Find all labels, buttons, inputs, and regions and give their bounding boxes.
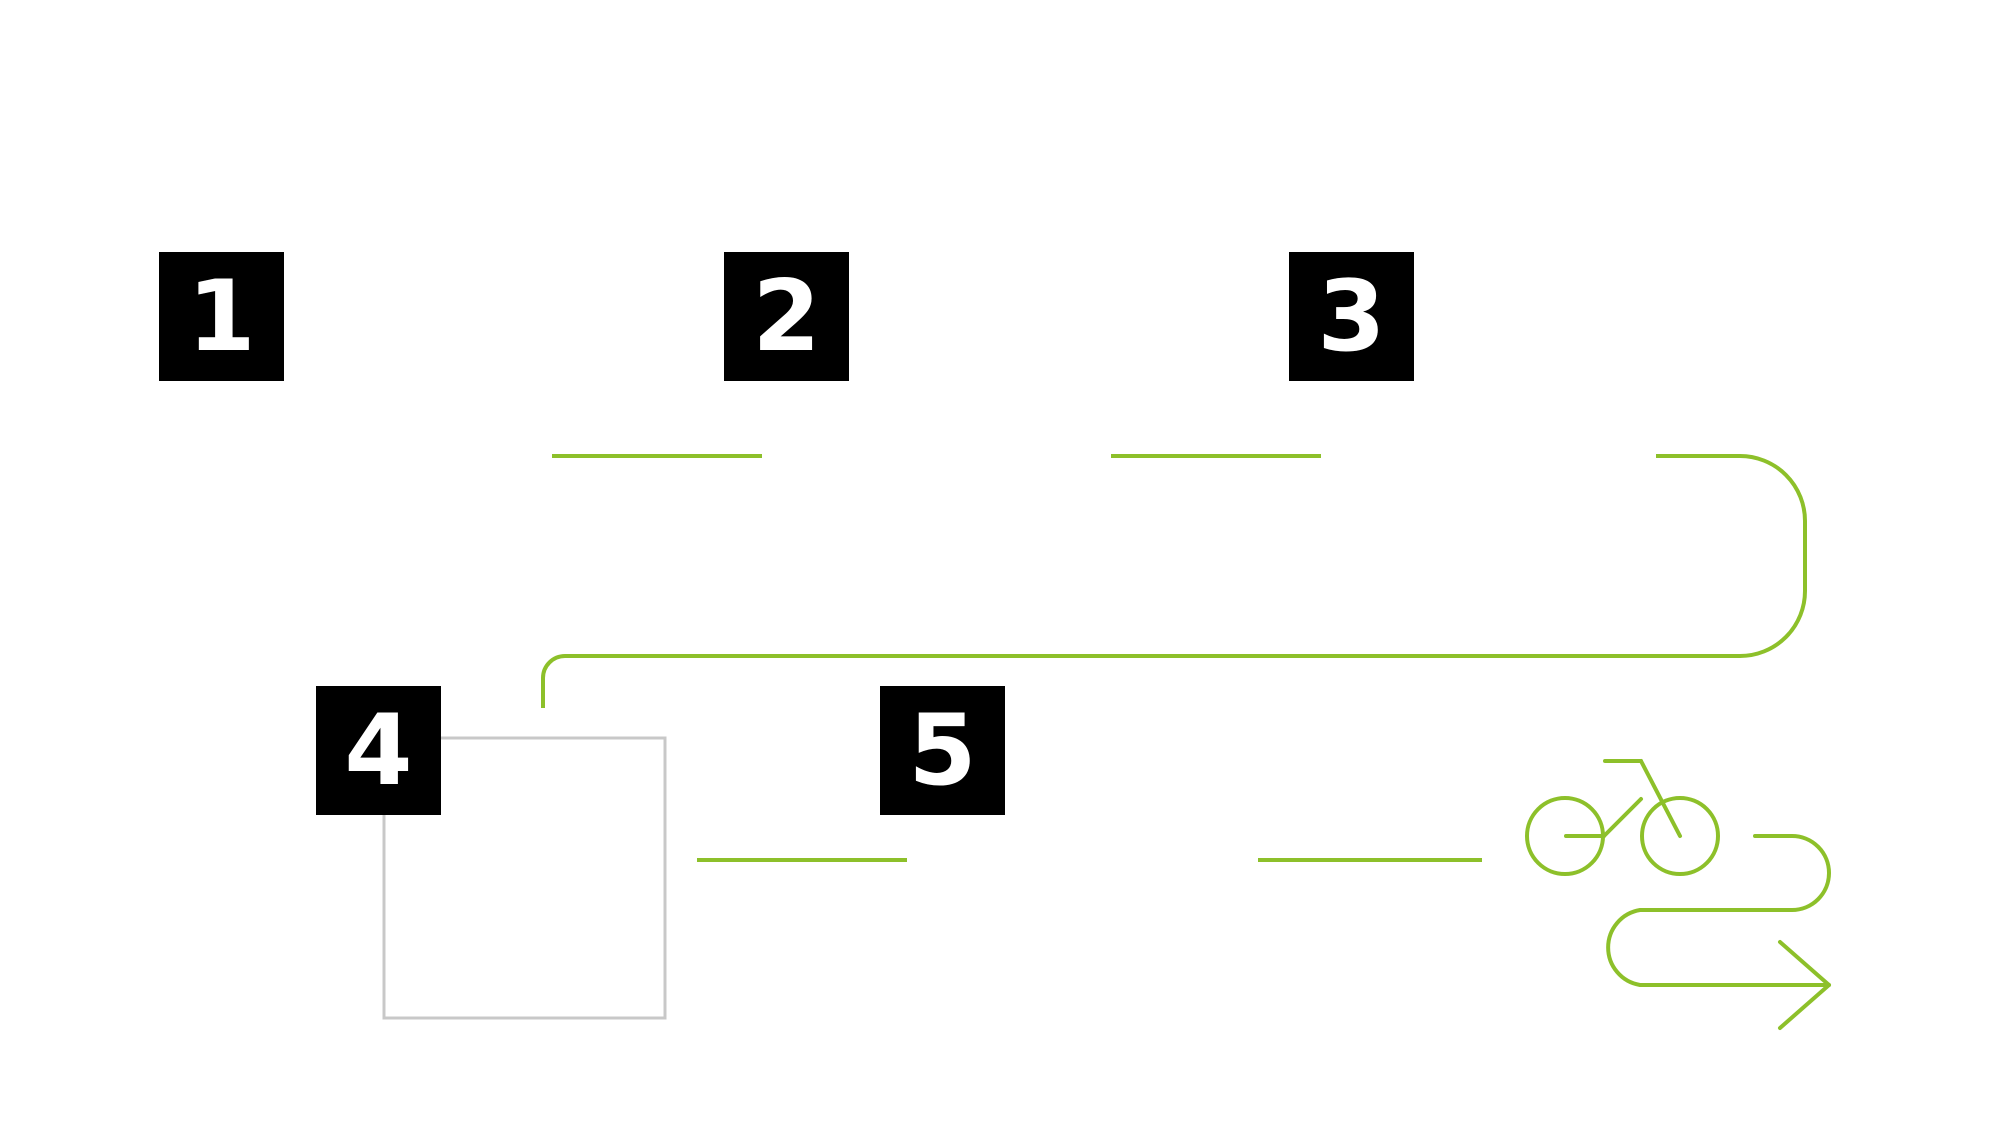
bicycle-icon xyxy=(1525,759,1720,876)
step-1-number: 1 xyxy=(187,259,256,374)
step-3-number: 3 xyxy=(1317,259,1386,374)
step-5-badge: 5 xyxy=(880,686,1005,815)
step-2-number: 2 xyxy=(752,259,821,374)
step-4-number: 4 xyxy=(344,693,413,808)
step-1-badge: 1 xyxy=(159,252,284,381)
step-2-badge: 2 xyxy=(724,252,849,381)
winding-road-path xyxy=(541,454,1807,708)
step-3-badge: 3 xyxy=(1289,252,1414,381)
step-5-number: 5 xyxy=(908,693,977,808)
winding-arrow-icon xyxy=(1606,834,1831,1030)
step-4-badge: 4 xyxy=(316,686,441,815)
image-placeholder xyxy=(382,736,667,1020)
